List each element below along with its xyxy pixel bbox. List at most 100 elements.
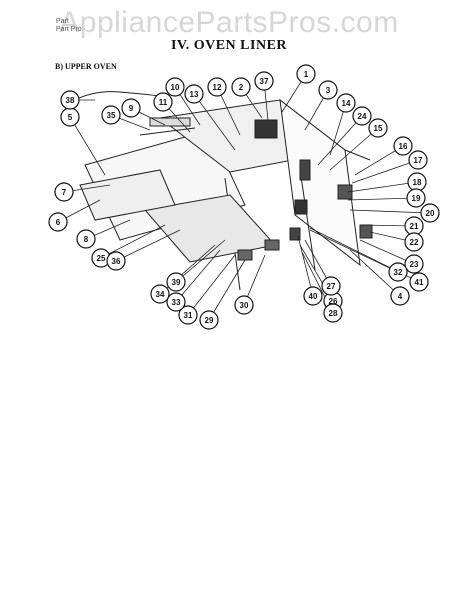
leader-line-29	[208, 259, 246, 321]
callout-40: 40	[303, 286, 323, 306]
callout-circle-36	[106, 251, 126, 271]
callout-label-5: 5	[68, 113, 73, 122]
callout-label-33: 33	[172, 298, 181, 307]
callout-label-35: 35	[107, 111, 116, 120]
callout-circle-29	[199, 310, 219, 330]
callout-label-32: 32	[394, 268, 403, 277]
callout-label-3: 3	[326, 86, 331, 95]
callout-circle-20	[420, 203, 440, 223]
callout-circle-1	[296, 64, 316, 84]
callout-label-22: 22	[410, 238, 419, 247]
leader-line-23	[359, 239, 415, 265]
callout-circle-30	[234, 295, 254, 315]
callout-7: 7	[54, 182, 74, 202]
callout-label-18: 18	[413, 178, 422, 187]
terminal-block	[294, 199, 308, 215]
callout-31: 31	[178, 305, 198, 325]
callout-5: 5	[60, 107, 80, 127]
leader-line-18	[347, 181, 418, 193]
callout-16: 16	[393, 136, 413, 156]
switch-block	[337, 184, 353, 200]
callout-circle-7	[54, 182, 74, 202]
callout-17: 17	[408, 150, 428, 170]
callout-circle-31	[178, 305, 198, 325]
callout-circle-28	[323, 303, 343, 323]
callout-23: 23	[404, 254, 424, 274]
callout-33: 33	[166, 292, 186, 312]
callout-2: 2	[231, 77, 251, 97]
callout-label-12: 12	[213, 83, 222, 92]
callout-label-36: 36	[112, 257, 121, 266]
callout-36: 36	[106, 251, 126, 271]
element-bracket	[149, 117, 191, 127]
callout-3: 3	[318, 80, 338, 100]
callout-13: 13	[184, 84, 204, 104]
callout-38: 38	[60, 90, 80, 110]
callout-circle-15	[368, 118, 388, 138]
callout-label-2: 2	[239, 83, 244, 92]
callout-label-11: 11	[159, 98, 168, 107]
callout-35: 35	[101, 105, 121, 125]
callout-label-16: 16	[399, 142, 408, 151]
callout-circle-37	[254, 71, 274, 91]
callout-label-31: 31	[184, 311, 193, 320]
callout-19: 19	[406, 188, 426, 208]
callout-15: 15	[368, 118, 388, 138]
left-trim	[139, 127, 196, 136]
leader-line-19	[347, 197, 417, 201]
leader-line-39	[175, 239, 226, 283]
callout-circle-9	[121, 98, 141, 118]
callout-label-26: 26	[329, 297, 338, 306]
callout-12: 12	[207, 77, 227, 97]
callout-label-7: 7	[62, 188, 67, 197]
callout-21: 21	[404, 216, 424, 236]
callout-label-6: 6	[56, 218, 61, 227]
component-block-3	[237, 249, 253, 261]
callout-label-37: 37	[260, 77, 269, 86]
callout-label-10: 10	[171, 83, 180, 92]
callout-circle-35	[101, 105, 121, 125]
callout-10: 10	[165, 77, 185, 97]
oven-rack	[79, 169, 176, 221]
leader-line-13	[193, 93, 236, 151]
base-bracket	[359, 224, 373, 239]
callout-circle-17	[408, 150, 428, 170]
callout-circle-6	[48, 212, 68, 232]
connector-block	[299, 159, 311, 181]
callout-label-4: 4	[398, 292, 403, 301]
callout-label-13: 13	[190, 90, 199, 99]
callout-22: 22	[404, 232, 424, 252]
callout-circle-10	[165, 77, 185, 97]
callout-label-41: 41	[415, 278, 424, 287]
callout-circle-23	[404, 254, 424, 274]
corner-note: Part Part Pro	[56, 18, 82, 34]
callout-label-39: 39	[172, 278, 181, 287]
leader-line-24	[317, 115, 363, 166]
leader-line-40	[297, 235, 314, 297]
callout-27: 27	[321, 276, 341, 296]
leader-line-36	[115, 229, 181, 262]
callout-label-1: 1	[304, 70, 309, 79]
callout-circle-39	[166, 272, 186, 292]
callout-circle-11	[153, 92, 173, 112]
callout-circle-33	[166, 292, 186, 312]
corner-note-line-1: Part	[56, 18, 69, 25]
callout-circle-2	[231, 77, 251, 97]
callout-label-23: 23	[410, 260, 419, 269]
leader-line-31	[187, 254, 236, 316]
oven-rear-wall	[279, 98, 361, 267]
callout-circle-22	[404, 232, 424, 252]
callout-circle-14	[336, 93, 356, 113]
callout-28: 28	[323, 303, 343, 323]
callout-32: 32	[388, 262, 408, 282]
callout-20: 20	[420, 203, 440, 223]
callout-label-15: 15	[374, 124, 383, 133]
flex-conduit	[74, 91, 161, 101]
callout-label-27: 27	[327, 282, 336, 291]
callout-label-24: 24	[358, 112, 367, 121]
callout-41: 41	[409, 272, 429, 292]
callout-34: 34	[150, 284, 170, 304]
callout-37: 37	[254, 71, 274, 91]
